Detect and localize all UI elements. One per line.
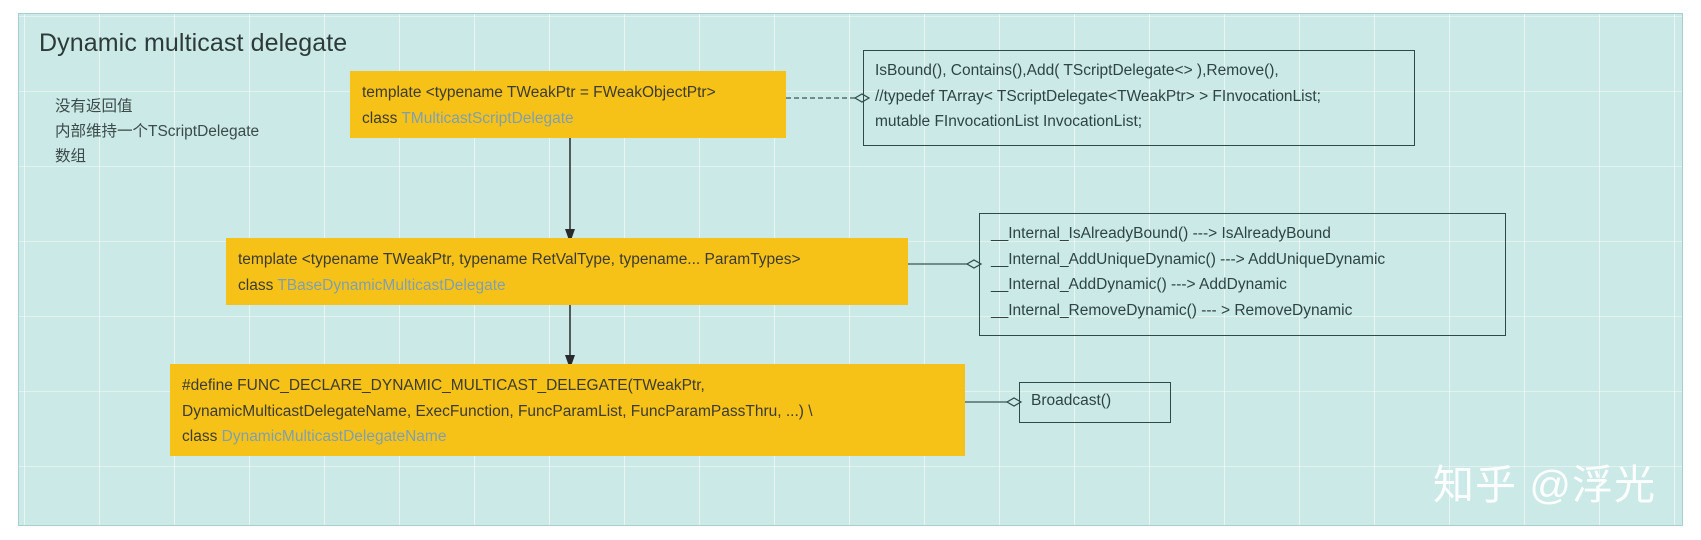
class-box-3-line-1: #define FUNC_DECLARE_DYNAMIC_MULTICAST_D… [182,377,705,394]
note-3-line-1: Broadcast() [1031,392,1112,409]
note-box-internal-function-mappings[interactable]: __Internal_IsAlreadyBound() ---> IsAlrea… [979,213,1506,336]
class-keyword-1: class [362,109,402,127]
class-box-3-line-2: DynamicMulticastDelegateName, ExecFuncti… [182,402,813,420]
watermark: 知乎 @浮光 [1432,462,1656,508]
class-box-3-line-3: class DynamicMulticastDelegateName [182,424,953,450]
note-box-broadcast[interactable]: Broadcast() [1019,382,1171,423]
annotation-line-1: 没有返回值 [55,98,133,115]
class-keyword-2: class [238,276,278,294]
class-box-1-template-line: template <typename TWeakPtr = FWeakObjec… [362,84,716,101]
note-1-line-3: mutable FInvocationList InvocationList; [875,113,1143,130]
annotation-line-3: 数组 [55,148,87,165]
note-box-script-delegate-members[interactable]: IsBound(), Contains(),Add( TScriptDelega… [863,50,1415,146]
annotation-line-2: 内部维持一个TScriptDelegate [55,123,260,140]
class-box-2-template-line: template <typename TWeakPtr, typename Re… [238,251,801,268]
class-keyword-3: class [182,428,222,445]
class-name-3: DynamicMulticastDelegateName [221,428,447,445]
class-box-1-class-line: class TMulticastScriptDelegate [362,106,774,132]
page-title: Dynamic multicast delegate [39,29,348,57]
note-2-line-3: __Internal_AddDynamic() ---> AddDynamic [991,276,1287,293]
class-box-base-dynamic-multicast-delegate[interactable]: template <typename TWeakPtr, typename Re… [226,238,908,305]
note-1-line-2: //typedef TArray< TScriptDelegate<TWeakP… [875,87,1321,105]
note-2-line-2: __Internal_AddUniqueDynamic() ---> AddUn… [991,250,1386,268]
diagram-panel: Dynamic multicast delegate 没有返回值 内部维持一个T… [18,13,1683,526]
note-1-line-1: IsBound(), Contains(),Add( TScriptDelega… [875,62,1279,79]
note-2-line-1: __Internal_IsAlreadyBound() ---> IsAlrea… [991,225,1331,242]
note-2-line-4: __Internal_RemoveDynamic() --- > RemoveD… [991,301,1353,319]
class-name-2: TBaseDynamicMulticastDelegate [277,276,506,294]
class-box-2-class-line: class TBaseDynamicMulticastDelegate [238,273,896,299]
class-box-multicast-script-delegate[interactable]: template <typename TWeakPtr = FWeakObjec… [350,71,786,138]
class-box-func-declare-macro[interactable]: #define FUNC_DECLARE_DYNAMIC_MULTICAST_D… [170,364,965,456]
class-name-1: TMulticastScriptDelegate [401,109,574,127]
